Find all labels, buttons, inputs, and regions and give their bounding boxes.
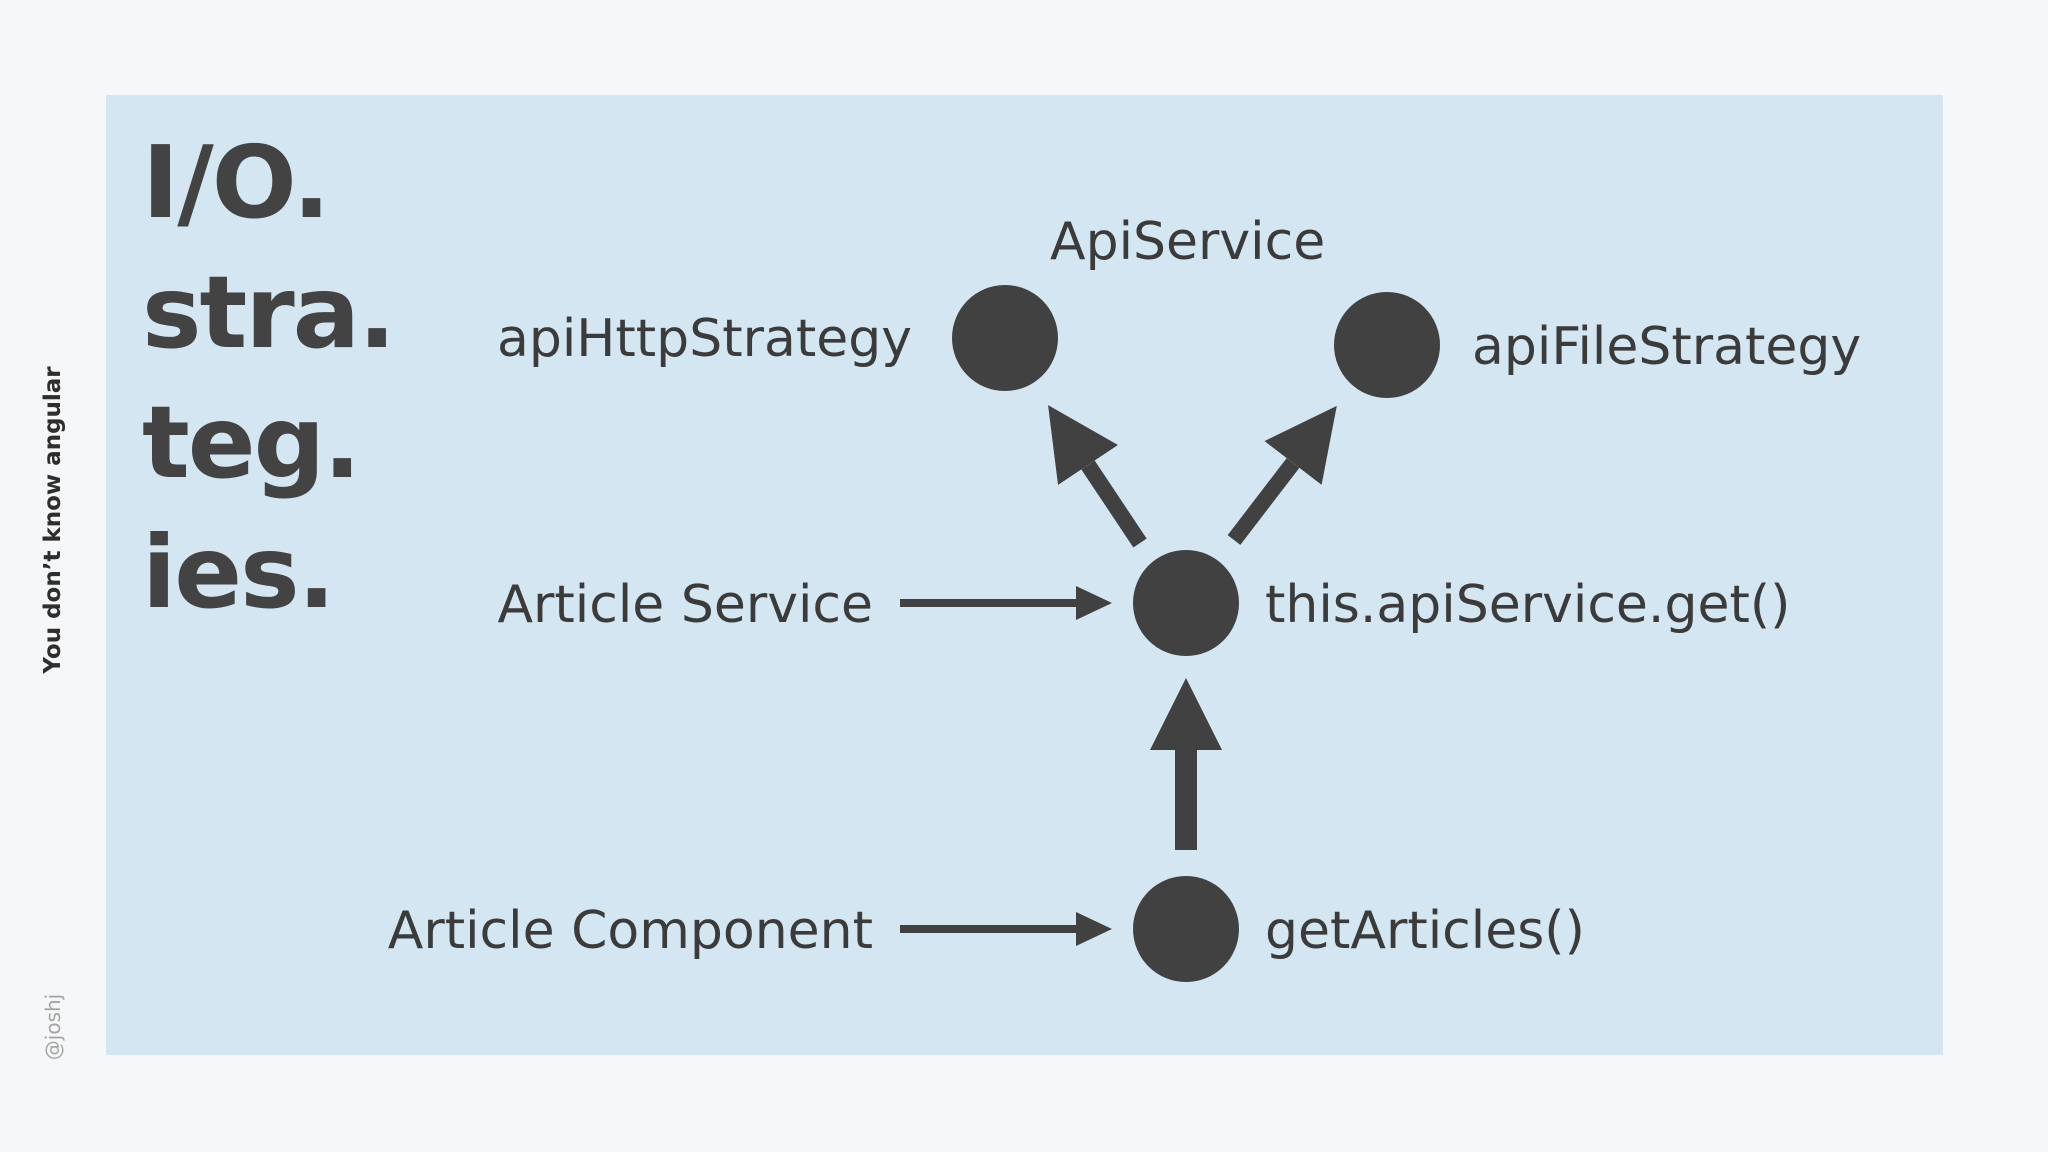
title-line-1: I/O. <box>142 124 331 241</box>
title-line-3: teg. <box>142 384 361 501</box>
node-api-file-strategy <box>1334 292 1440 398</box>
arrow-to-api-http-strategy <box>1048 405 1147 548</box>
node-api-http-strategy <box>952 285 1058 391</box>
label-api-file-strategy: apiFileStrategy <box>1472 317 1861 377</box>
slide-title: I/O. stra. teg. ies. <box>142 118 396 638</box>
title-line-4: ies. <box>142 514 336 631</box>
node-get-articles <box>1133 876 1239 982</box>
arrow-to-api-file-strategy <box>1227 405 1337 545</box>
label-api-service: ApiService <box>1050 212 1325 272</box>
label-api-http-strategy: apiHttpStrategy <box>497 309 912 369</box>
node-api-service-get <box>1133 550 1239 656</box>
title-line-2: stra. <box>142 254 396 371</box>
content-panel <box>106 95 1943 1055</box>
label-api-service-get: this.apiService.get() <box>1265 575 1790 635</box>
label-article-component: Article Component <box>388 901 873 961</box>
label-article-service: Article Service <box>497 575 873 635</box>
label-get-articles: getArticles() <box>1265 901 1585 961</box>
